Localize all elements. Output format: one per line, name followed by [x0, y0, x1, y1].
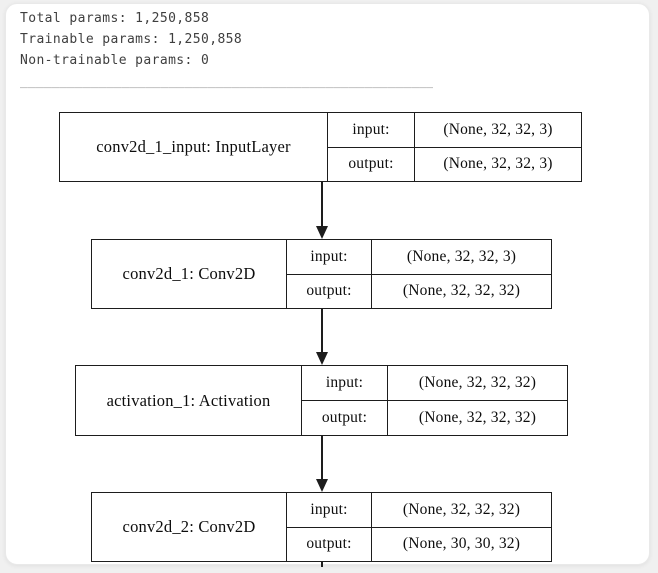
io-shape-output: (None, 32, 32, 32): [388, 400, 567, 435]
layer-node-conv2d-2: conv2d_2: Conv2D input: output: (None, 3…: [91, 492, 552, 562]
trainable-params-line: Trainable params: 1,250,858: [20, 32, 243, 47]
io-label-column: input: output:: [287, 240, 371, 308]
io-shape-column: (None, 32, 32, 3) (None, 32, 32, 32): [371, 240, 551, 308]
io-label-input: input:: [310, 247, 348, 265]
layer-title: activation_1: Activation: [76, 366, 302, 435]
io-shape-output: (None, 30, 30, 32): [372, 526, 551, 562]
io-shape-input: (None, 32, 32, 32): [402, 500, 521, 518]
io-label-column: input: output:: [287, 493, 371, 561]
arrowhead-down-icon: [315, 479, 328, 492]
io-shape-column: (None, 32, 32, 32) (None, 32, 32, 32): [387, 366, 567, 435]
arrowhead-down-icon: [315, 226, 328, 239]
io-shape-output: (None, 32, 32, 32): [372, 273, 551, 309]
layer-node-conv2d-1-input: conv2d_1_input: InputLayer input: output…: [59, 112, 582, 182]
io-label-column: input: output:: [328, 113, 414, 181]
io-shape-column: (None, 32, 32, 3) (None, 32, 32, 3): [414, 113, 581, 181]
io-label-output: output:: [287, 273, 371, 309]
io-label-output: output:: [287, 526, 371, 562]
layer-title: conv2d_1_input: InputLayer: [60, 113, 328, 181]
io-label-output: output:: [328, 146, 414, 182]
layer-title: conv2d_2: Conv2D: [92, 493, 287, 561]
arrow-shaft-cutoff: [321, 562, 323, 567]
summary-separator: ________________________________________…: [20, 74, 433, 89]
layer-node-conv2d-1: conv2d_1: Conv2D input: output: (None, 3…: [91, 239, 552, 309]
arrow-shaft: [320, 436, 323, 479]
layer-node-activation-1: activation_1: Activation input: output: …: [75, 365, 568, 436]
connector-arrow: [315, 182, 328, 239]
io-label-input: input:: [325, 374, 364, 391]
total-params-line: Total params: 1,250,858: [20, 11, 210, 26]
io-label-column: input: output:: [302, 366, 387, 435]
arrow-shaft: [320, 182, 323, 226]
io-label-input: input:: [352, 120, 390, 138]
layer-title: conv2d_1: Conv2D: [92, 240, 287, 308]
connector-arrow: [315, 436, 328, 492]
io-shape-input: (None, 32, 32, 3): [443, 120, 553, 138]
io-shape-input: (None, 32, 32, 3): [406, 247, 517, 265]
arrow-shaft: [320, 309, 323, 352]
non-trainable-params-line: Non-trainable params: 0: [20, 53, 210, 68]
io-shape-input: (None, 32, 32, 32): [418, 374, 537, 391]
io-label-input: input:: [310, 500, 348, 518]
connector-arrow: [315, 309, 328, 365]
io-shape-column: (None, 32, 32, 32) (None, 30, 30, 32): [371, 493, 551, 561]
arrowhead-down-icon: [315, 352, 328, 365]
io-shape-output: (None, 32, 32, 3): [415, 146, 581, 182]
io-label-output: output:: [302, 400, 387, 435]
model-summary: Total params: 1,250,858 Trainable params…: [20, 8, 433, 92]
